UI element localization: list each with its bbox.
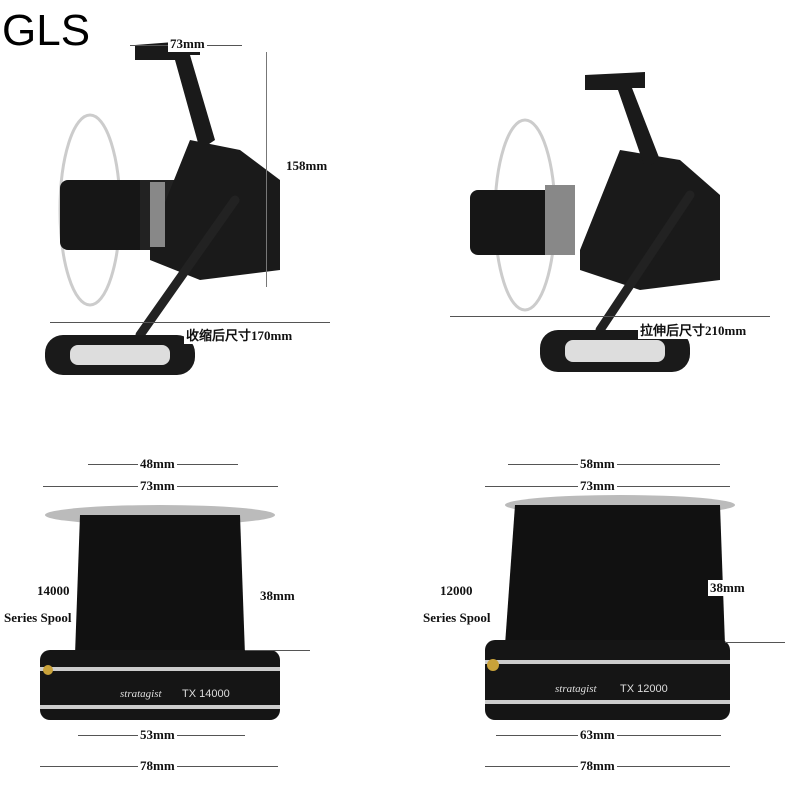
dimension-line bbox=[266, 52, 267, 287]
series-number: 12000 bbox=[440, 583, 473, 598]
reel-right bbox=[470, 72, 720, 372]
spool-inner-top: 58mm bbox=[578, 456, 617, 472]
spool-left bbox=[40, 505, 280, 720]
spool-outer-top: 73mm bbox=[138, 478, 177, 494]
reel-left bbox=[45, 40, 280, 375]
brand-logo: GLS bbox=[2, 6, 91, 55]
reel-left-length-label: 收缩后尺寸170mm bbox=[184, 325, 295, 344]
spool-inner-bottom: 53mm bbox=[138, 727, 177, 743]
handle-width-label: 73mm bbox=[168, 36, 207, 52]
spool-depth: 38mm bbox=[258, 588, 297, 604]
dimension-line bbox=[50, 322, 330, 323]
spool-logo-text: stratagist bbox=[555, 683, 597, 695]
spool-outer-bottom: 78mm bbox=[138, 758, 177, 774]
spool-right bbox=[485, 495, 735, 720]
spool-model-text: TX 12000 bbox=[620, 683, 668, 695]
spool-model-text: TX 14000 bbox=[182, 688, 230, 700]
spool-logo-text: stratagist bbox=[120, 688, 162, 700]
dimension-line bbox=[245, 650, 310, 651]
series-label: Series Spool bbox=[4, 610, 72, 625]
spool-outer-bottom: 78mm bbox=[578, 758, 617, 774]
spool-inner-top: 48mm bbox=[138, 456, 177, 472]
series-number: 14000 bbox=[37, 583, 70, 598]
spool-inner-bottom: 63mm bbox=[578, 727, 617, 743]
dimension-line bbox=[725, 642, 785, 643]
reel-right-length-label: 拉伸后尺寸210mm bbox=[638, 320, 749, 339]
series-label: Series Spool bbox=[423, 610, 491, 625]
dimension-line bbox=[450, 316, 770, 317]
spool-outer-top: 73mm bbox=[578, 478, 617, 494]
spool-depth: 38mm bbox=[708, 580, 747, 596]
reel-height-label: 158mm bbox=[284, 158, 330, 174]
